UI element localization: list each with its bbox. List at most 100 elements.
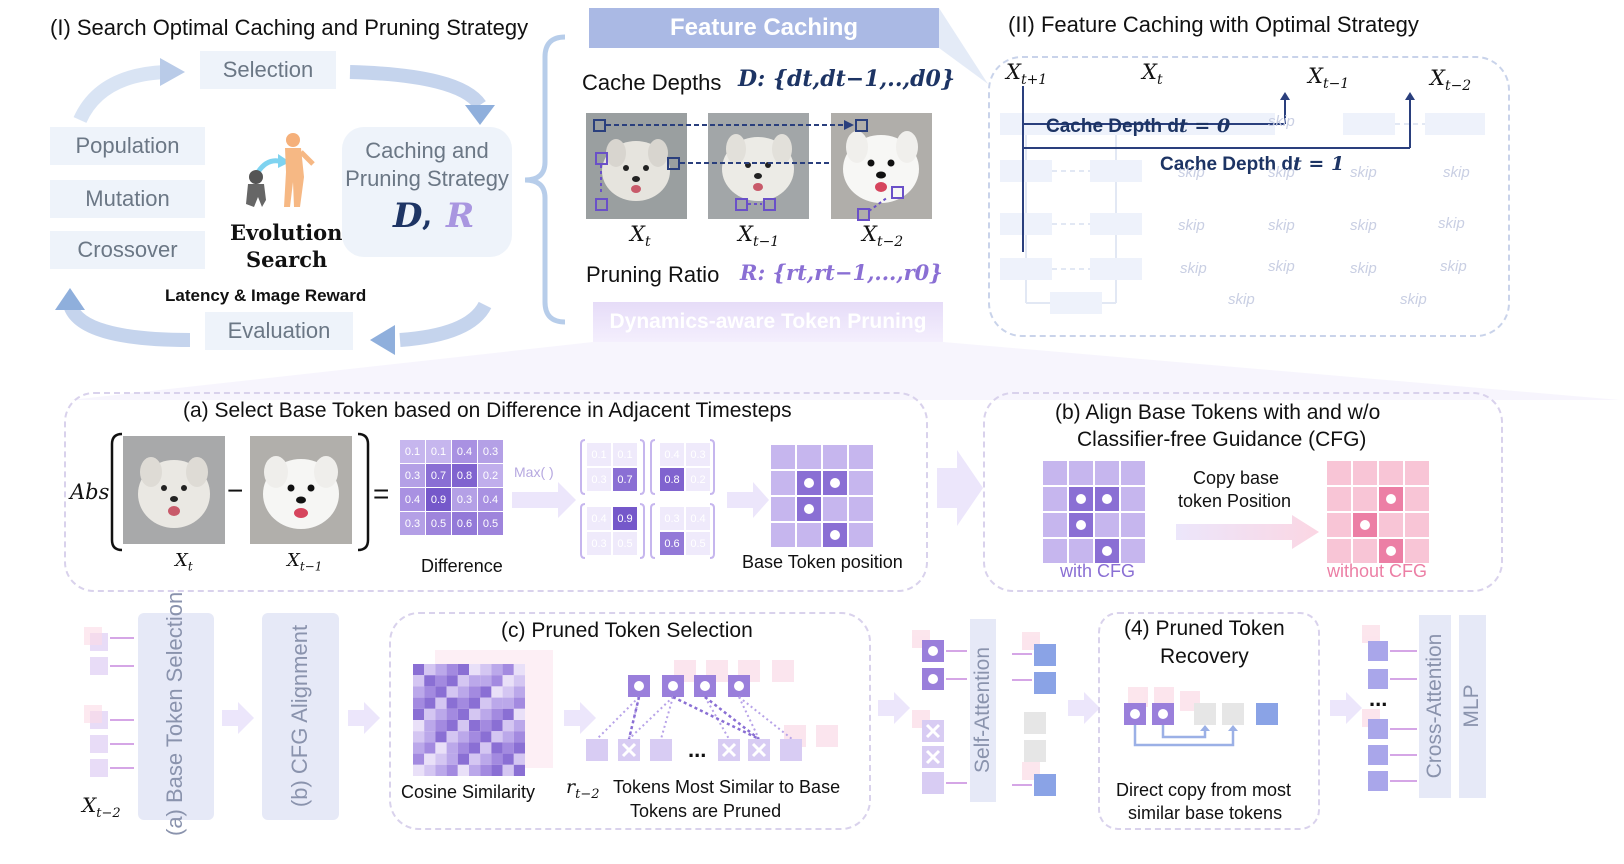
max-cell: 0.4 [660, 443, 684, 466]
strategy-R: R [446, 196, 475, 236]
caching-strategy-line1: Caching and [365, 138, 489, 163]
final-ellipsis: ... [1369, 686, 1388, 711]
max-label: Max( ) [514, 464, 554, 480]
cache-depth-1-text: Cache Depth d [1160, 154, 1294, 175]
cache-depths-label: Cache Depths [582, 70, 722, 95]
without-cfg-grid [1326, 460, 1430, 564]
cosine-cell [480, 742, 492, 754]
max-cell: 0.5 [686, 532, 710, 555]
max-cell: 0.4 [686, 507, 710, 530]
skip-label: skip [1268, 113, 1295, 130]
strategy-comma: , [422, 198, 433, 233]
cosine-cell [513, 764, 525, 776]
recovery-title-2: Recovery [1160, 645, 1249, 668]
caching-strategy-box [342, 127, 512, 257]
cosine-cell [413, 708, 425, 720]
cache-depth-1-eq: t = 1 [1293, 153, 1345, 175]
panel-a-dog-xt1 [250, 436, 352, 544]
max-cell: 0.6 [660, 532, 684, 555]
cosine-cell [513, 675, 525, 687]
panel-a-dog-xt [123, 436, 225, 544]
skip-label: skip [1268, 258, 1295, 275]
cosine-cell [446, 686, 458, 698]
s2-x-t1-base: X [1006, 60, 1021, 84]
cosine-cell [435, 686, 447, 698]
panel-b-title-2: Classifier-free Guidance (CFG) [1077, 428, 1367, 451]
s2-x-tm2: Xt−2 [1430, 66, 1471, 94]
skip-label: skip [1178, 164, 1205, 181]
cosine-cell [435, 753, 447, 765]
cosine-cell [491, 753, 503, 765]
skip-label: skip [1350, 217, 1377, 234]
fc-xt2-base: X [862, 222, 877, 246]
cross-attention-box [1419, 615, 1451, 798]
cosine-cell [413, 764, 425, 776]
copy-label-1: Copy base [1193, 468, 1280, 488]
cache-depths-formula: D: {dt,dt−1,..,d0} [738, 66, 955, 92]
caching-strategy-line2: Pruning Strategy [345, 166, 509, 191]
skip-label: skip [1180, 260, 1207, 277]
population-box: Population [50, 127, 205, 165]
diff-cell: 0.9 [426, 488, 451, 511]
cosine-cell [457, 731, 469, 743]
evolution-label-1: Evolution [230, 220, 343, 245]
cosine-cell [424, 720, 436, 732]
cosine-cell [480, 697, 492, 709]
cosine-cell [491, 742, 503, 754]
dynamics-title: Dynamics-aware Token Pruning [609, 310, 927, 333]
evolution-cycle-arrows [55, 58, 495, 355]
cosine-cell [435, 664, 447, 676]
cosine-cell [435, 720, 447, 732]
cross-attention-label: Cross-Attention [1423, 633, 1446, 779]
cosine-cell [502, 708, 514, 720]
cosine-cell [469, 764, 481, 776]
cache-depth-1: Cache Depth dt = 1 [1160, 153, 1344, 176]
bottom-x-sub: t−2 [96, 806, 121, 821]
cosine-label: Cosine Similarity [401, 782, 536, 802]
cosine-cell [469, 697, 481, 709]
skip-label: skip [1438, 215, 1465, 232]
r-sub: t−2 [575, 786, 600, 802]
cosine-cell [491, 731, 503, 743]
minus-sign: − [227, 475, 244, 506]
cosine-cell [446, 742, 458, 754]
cosine-similarity-matrix [413, 650, 553, 776]
arrow-2 [348, 702, 380, 734]
cosine-cell [469, 675, 481, 687]
cosine-cell [446, 753, 458, 765]
cache-depth-0: Cache Depth dt = 0 [1046, 115, 1230, 138]
max-cell: 0.3 [587, 532, 611, 555]
cosine-cell [413, 697, 425, 709]
base-token-selection-box [138, 613, 214, 820]
pa-label-xt: Xt [175, 550, 193, 574]
cosine-cell [469, 731, 481, 743]
max-subgrid-brackets [580, 439, 715, 559]
cosine-cell [446, 697, 458, 709]
fc-label-xt1: Xt−1 [738, 222, 779, 250]
fc-label-xt2: Xt−2 [862, 222, 903, 250]
fc-xt1-sub: t−1 [752, 234, 780, 251]
cosine-cell [502, 720, 514, 732]
cosine-cell [413, 720, 425, 732]
cosine-cell [435, 708, 447, 720]
s2-x-tm1-sub: t−1 [1322, 76, 1350, 93]
section2-title: (II) Feature Caching with Optimal Strate… [1008, 12, 1419, 37]
pruning-ratio-formula: R: {rt,rt−1,...,r0} [740, 260, 943, 285]
diff-cell: 0.7 [426, 464, 451, 487]
pruned-token-graph [586, 660, 838, 761]
cosine-cell [513, 720, 525, 732]
evolution-icon [246, 133, 315, 207]
final-token-stack [1362, 625, 1417, 791]
r-label: rt−2 [566, 776, 599, 802]
skip-label: skip [1440, 258, 1467, 275]
panel-a-frame [64, 392, 928, 592]
cosine-cell [446, 731, 458, 743]
connector-lines [70, 8, 1620, 400]
pruned-selection-title: (c) Pruned Token Selection [501, 619, 753, 642]
panel-a-to-b-arrow [937, 450, 983, 526]
cosine-cell [491, 697, 503, 709]
cosine-cell [424, 675, 436, 687]
abs-label: Abs [70, 480, 110, 504]
cosine-cell [469, 753, 481, 765]
cosine-cell [435, 697, 447, 709]
